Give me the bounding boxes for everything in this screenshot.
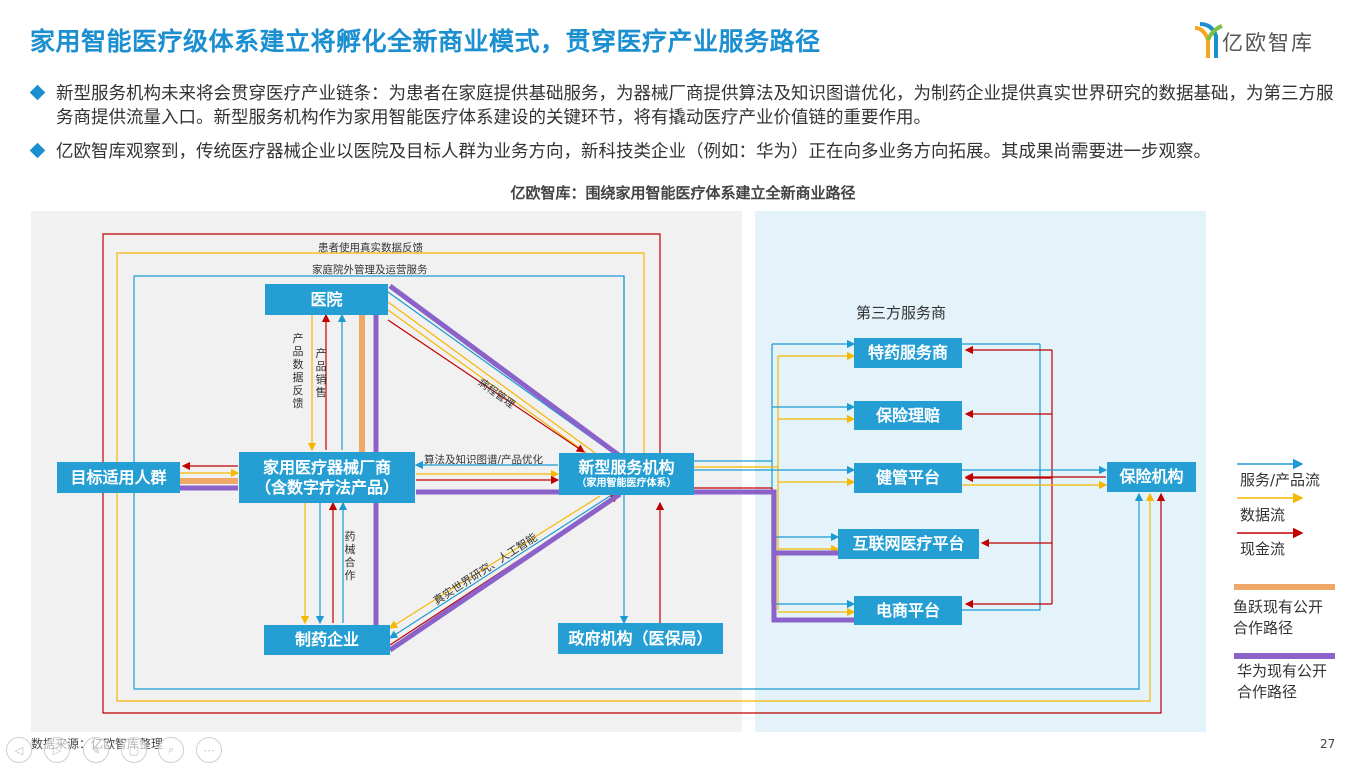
legend-cash-flow: 现金流 [1240,540,1286,558]
legend-huawei: 华为现有公开 合作路径 [1237,662,1328,701]
node-insurer: 保险机构 [1107,462,1196,492]
slides-icon[interactable]: ▢ [121,737,147,763]
feedback-label: 患者使用真实数据反馈 [318,242,423,254]
logo-text: 亿欧智库 [1222,31,1314,55]
node-insurance-claim: 保险理赔 [854,401,962,430]
node-pharma: 制药企业 [264,625,390,655]
prev-slide-icon[interactable]: ◁ [6,737,32,763]
legend-service-flow: 服务/产品流 [1240,471,1321,489]
node-target-group: 目标适用人群 [57,462,180,493]
product-sales-label: 产品销售 [315,347,327,399]
node-internet-medical: 互联网医疗平台 [838,529,979,559]
more-options-icon[interactable]: ⋯ [196,737,222,763]
node-hospital: 医院 [265,284,388,315]
next-slide-icon[interactable]: ▷ [44,737,70,763]
node-device-maker: 家用医疗器械厂商 （含数字疗法产品） [239,452,415,503]
product-feedback-label: 产品数据反馈 [292,332,304,410]
node-government: 政府机构（医保局） [558,623,723,654]
third-party-group-label: 第三方服务商 [856,304,947,322]
node-special-drug: 特药服务商 [854,338,962,368]
algorithm-label: 算法及知识图谱/产品优化 [424,454,544,466]
logo-icon [1194,22,1223,58]
drug-device-label: 药械合作 [344,530,356,582]
pen-icon[interactable]: ✎ [83,737,109,763]
service-org-line1: 新型服务机构 [578,458,675,477]
service-org-line2: （家用智能医疗体系） [576,478,677,489]
home-service-label: 家庭院外管理及运营服务 [312,264,428,276]
node-ecommerce: 电商平台 [854,596,962,625]
device-maker-line2: （含数字疗法产品） [254,477,399,497]
page-number: 27 [1320,737,1336,751]
node-service-org: 新型服务机构 （家用智能医疗体系） [559,453,694,495]
bullet-2: 亿欧智库观察到，传统医疗器械企业以医院及目标人群为业务方向，新科技类企业（例如：… [29,140,1334,164]
bullet-1: 新型服务机构未来将会贯穿医疗产业链条：为患者在家庭提供基础服务，为器械厂商提供算… [29,82,1334,130]
zoom-icon[interactable]: ⌕ [158,737,184,763]
diagram-title: 亿欧智库：围绕家用智能医疗体系建立全新商业路径 [510,184,856,202]
legend-yuyue: 鱼跃现有公开 合作路径 [1233,598,1324,637]
device-maker-line1: 家用医疗器械厂商 [262,457,391,477]
page-title: 家用智能医疗级体系建立将孵化全新商业模式，贯穿医疗产业服务路径 [30,27,821,56]
node-health-mgmt: 健管平台 [854,463,962,493]
legend-data-flow: 数据流 [1240,506,1286,524]
